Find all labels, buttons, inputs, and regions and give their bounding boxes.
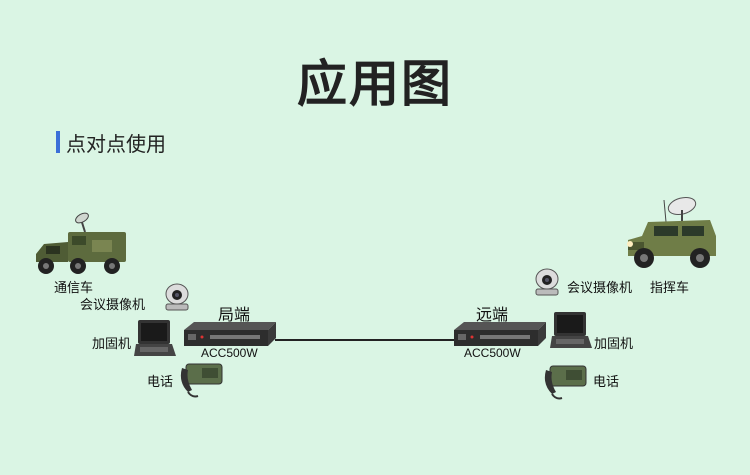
command-vehicle-label: 指挥车: [650, 281, 690, 296]
remote-end-label: 远端: [476, 305, 509, 324]
communication-vehicle-icon: [36, 212, 126, 274]
phone-right-label: 电话: [593, 375, 620, 390]
comm-vehicle-label: 通信车: [54, 281, 94, 296]
field-phone-icon: [180, 363, 223, 398]
phone-left-label: 电话: [147, 375, 174, 390]
device-right-label: ACC500W: [464, 346, 521, 360]
conference-camera-icon: [535, 268, 559, 296]
acc500w-device-right: [454, 322, 546, 346]
point-to-point-link: [275, 339, 457, 341]
section-title: 点对点使用: [66, 131, 166, 156]
laptop-right-label: 加固机: [594, 337, 634, 352]
local-end-label: 局端: [218, 305, 251, 324]
device-left-label: ACC500W: [201, 346, 258, 360]
field-phone-icon: [544, 365, 587, 400]
section-accent-bar: [56, 131, 60, 153]
command-vehicle-icon: [627, 196, 716, 268]
acc500w-device-left: [184, 322, 276, 346]
page-title: 应用图: [297, 55, 453, 113]
camera-right-label: 会议摄像机: [567, 281, 633, 296]
rugged-laptop-icon: [134, 320, 176, 356]
conference-camera-icon: [165, 283, 189, 311]
camera-left-label: 会议摄像机: [80, 298, 146, 313]
section-heading: 点对点使用: [56, 130, 166, 156]
rugged-laptop-icon: [550, 312, 592, 348]
laptop-left-label: 加固机: [92, 337, 132, 352]
